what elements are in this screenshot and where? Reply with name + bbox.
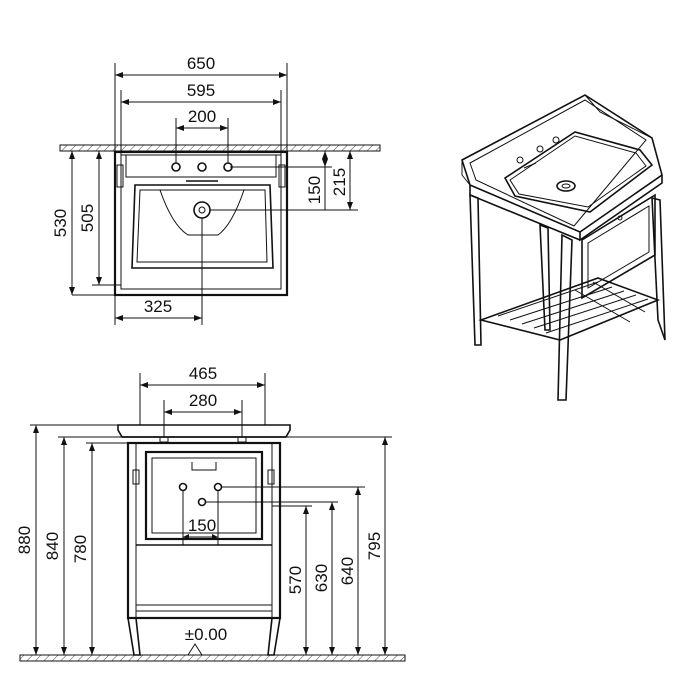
- perspective-view: [461, 94, 666, 401]
- dim-465: 465: [189, 364, 217, 383]
- dim-595: 595: [187, 81, 215, 100]
- dim-880: 880: [15, 526, 34, 554]
- front-cabinet: [126, 441, 282, 620]
- front-view: ±0.00 465 280 150 880 840 780: [15, 364, 406, 662]
- waste-left: [178, 482, 188, 492]
- dim-150-front: 150: [188, 516, 216, 535]
- persp-shelf: [478, 277, 661, 341]
- dim-530: 530: [51, 209, 70, 237]
- drain-hole: [193, 201, 211, 219]
- dim-780: 780: [71, 535, 90, 563]
- waste-center: [197, 497, 207, 507]
- dim-215: 215: [330, 168, 349, 196]
- dim-795: 795: [365, 532, 384, 560]
- waste-right: [213, 482, 223, 492]
- floor-level: ±0.00: [185, 625, 227, 644]
- top-view: 650 595 200 530 505 150 215: [51, 54, 381, 325]
- dim-325: 325: [144, 297, 172, 316]
- top-basin-outline: [113, 150, 289, 297]
- dim-630: 630: [312, 564, 331, 592]
- front-drawer: [144, 450, 264, 541]
- tap-hole-left: [171, 162, 181, 172]
- top-wall: [59, 144, 381, 152]
- dim-150-top: 150: [305, 176, 324, 204]
- dim-200: 200: [188, 107, 216, 126]
- dim-640: 640: [338, 557, 357, 585]
- tap-hole-center: [197, 162, 207, 172]
- dim-650: 650: [187, 54, 215, 73]
- floor: [19, 654, 406, 662]
- front-basin-top: [117, 424, 291, 438]
- persp-basin-top: [461, 94, 663, 233]
- top-bowl: [131, 184, 274, 269]
- dim-505: 505: [78, 204, 97, 232]
- dim-840: 840: [43, 532, 62, 560]
- dim-280: 280: [189, 391, 217, 410]
- dim-570: 570: [286, 566, 305, 594]
